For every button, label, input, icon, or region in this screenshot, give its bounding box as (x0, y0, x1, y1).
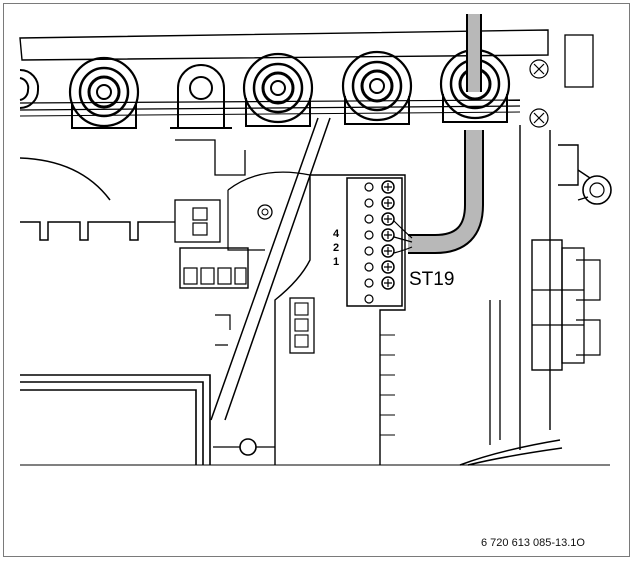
cable (408, 14, 484, 254)
pin-label-2: 2 (333, 242, 339, 254)
pin-label-1: 1 (333, 256, 339, 268)
connector-label-st19: ST19 (409, 269, 454, 290)
pin-label-4: 4 (333, 228, 340, 240)
pipe-couplings (19, 48, 511, 129)
right-housing (459, 125, 612, 466)
left-housing (19, 139, 311, 289)
pcb-area (215, 174, 406, 465)
bottom-left-frame (20, 374, 275, 465)
coupling-2-open (170, 64, 232, 129)
coupling-3 (242, 52, 314, 127)
coupling-1 (68, 56, 140, 129)
coupling-4 (341, 50, 413, 125)
terminal-screws (364, 180, 395, 304)
coupling-partial-left (19, 68, 40, 109)
terminal-block-st19 (346, 177, 413, 307)
figure-reference-code: 6 720 613 085-13.1O (481, 537, 585, 549)
wire-leads (393, 220, 413, 254)
diagonal-strut (210, 117, 331, 421)
top-manifold (19, 29, 594, 128)
